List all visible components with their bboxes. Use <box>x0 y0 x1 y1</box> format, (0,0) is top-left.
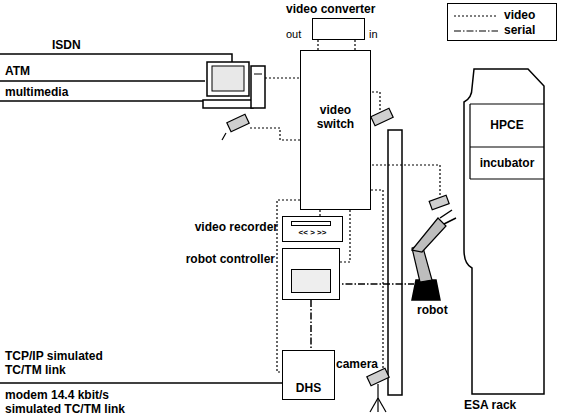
link-label: ISDN <box>52 38 81 52</box>
part-label: camera <box>336 357 378 371</box>
video-connector <box>318 40 319 50</box>
video-line <box>368 190 383 372</box>
isdn-line <box>0 54 232 62</box>
rack-dividers <box>470 104 544 179</box>
robot-gripper <box>440 210 456 224</box>
tower-slot <box>254 74 262 75</box>
node-label: incubator <box>470 156 544 170</box>
video-connector <box>355 40 356 50</box>
incubator-section: incubator <box>470 148 544 178</box>
node-label: video recorder <box>195 220 278 234</box>
controller-box: robot controller <box>282 248 340 300</box>
node-label: video switch <box>301 103 370 131</box>
robot-rail <box>388 130 402 395</box>
link-label: modem 14.4 kbit/s simulated TC/TM link <box>5 388 140 416</box>
legend-text: video <box>504 8 535 22</box>
hpce-section: HPCE <box>470 104 544 146</box>
video-line <box>265 77 300 78</box>
button-label: << > >> <box>283 228 342 238</box>
node-label: robot controller <box>186 252 275 266</box>
link-label: ATM <box>5 64 30 78</box>
monitor <box>207 62 249 96</box>
rack-shape <box>464 69 544 394</box>
recorder-box: video recorder<< > >> <box>282 216 343 242</box>
legend-text: serial <box>504 23 535 37</box>
tcpip-line <box>0 382 282 384</box>
connector-line <box>354 40 355 50</box>
port-label: out <box>286 27 301 41</box>
node-label: HPCE <box>470 118 544 132</box>
serial-line <box>333 283 414 285</box>
node-label: ESA rack <box>464 398 516 412</box>
node-label: DHS <box>283 381 334 395</box>
link-label: multimedia <box>5 85 68 99</box>
video-line <box>250 128 300 140</box>
legend-samples <box>448 4 558 42</box>
tower <box>251 66 265 108</box>
connector-line <box>310 300 312 350</box>
port-label: in <box>369 27 378 41</box>
screen <box>212 66 244 91</box>
video-line <box>368 165 440 198</box>
multimedia-line <box>0 100 205 102</box>
camera-mount <box>222 133 226 140</box>
robot-arm <box>412 218 446 252</box>
connector-line <box>317 40 318 50</box>
recorder-slot <box>291 221 331 226</box>
legend-box: videoserial <box>447 3 557 41</box>
atm-line <box>0 80 205 82</box>
node-label: video converter <box>286 2 375 16</box>
controller-panel <box>291 269 331 293</box>
keyboard <box>203 100 253 108</box>
link-label: TCP/IP simulated TC/TM link <box>5 349 135 377</box>
robot-base <box>412 280 440 300</box>
serial-sample <box>454 30 498 31</box>
serial-connector <box>311 300 312 350</box>
esa-rack: ESA rack HPCE incubator <box>462 68 545 415</box>
dhs-box: DHS <box>282 350 335 400</box>
converter-box: video converter <box>312 18 365 40</box>
video-sample <box>454 15 498 16</box>
switch-box: video switch <box>300 50 371 210</box>
tripod <box>370 384 386 412</box>
part-label: robot <box>417 303 448 317</box>
